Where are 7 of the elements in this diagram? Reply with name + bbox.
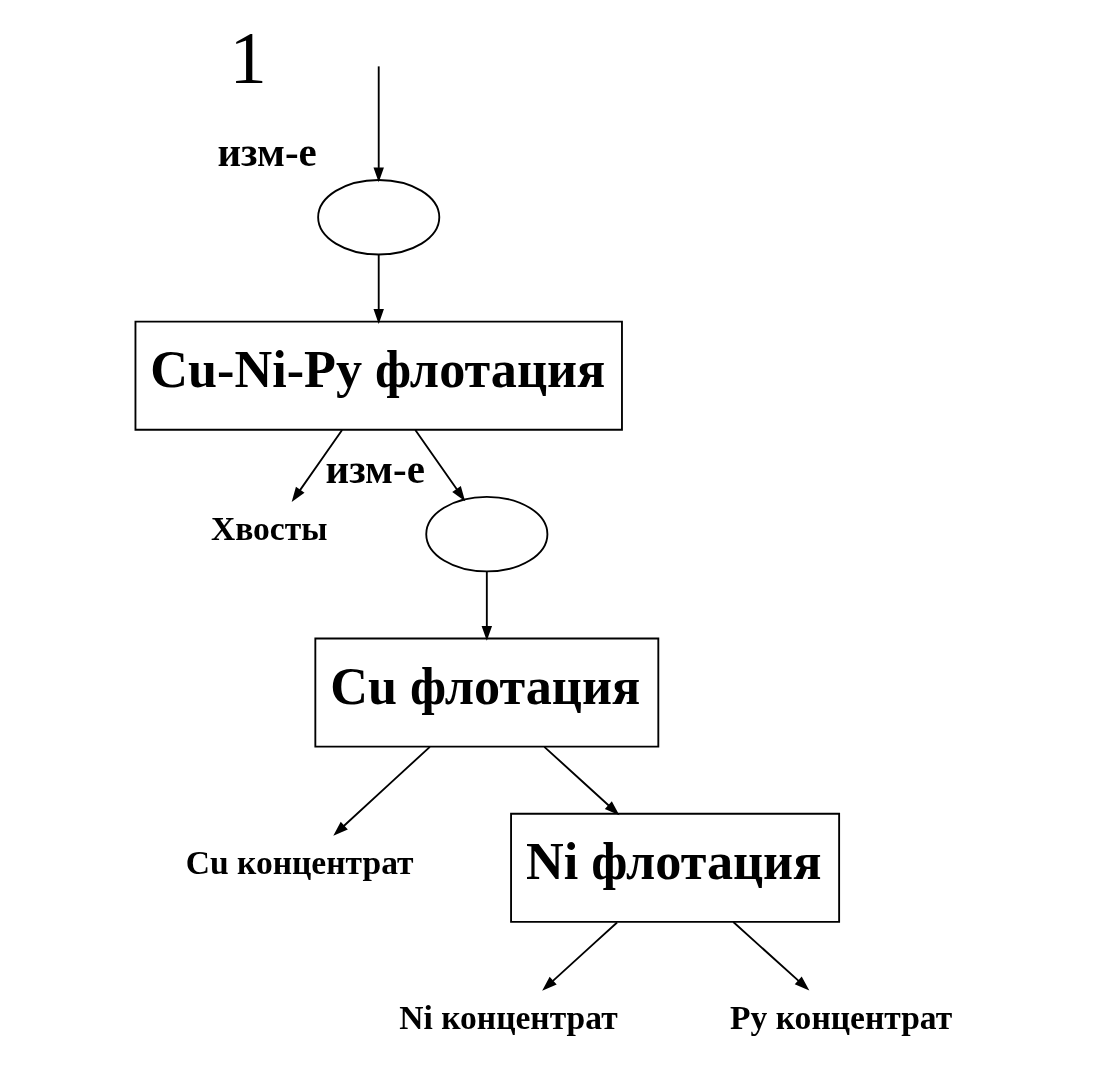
node-text: Py концентрат xyxy=(729,998,952,1036)
node-text: Cu концентрат xyxy=(185,844,414,882)
label: 1 xyxy=(229,17,267,100)
node-text: Хвосты xyxy=(210,510,327,548)
node-label: изм-е xyxy=(325,446,425,493)
node-text: Ni концентрат xyxy=(398,998,618,1036)
node-label: изм-е xyxy=(216,129,317,176)
